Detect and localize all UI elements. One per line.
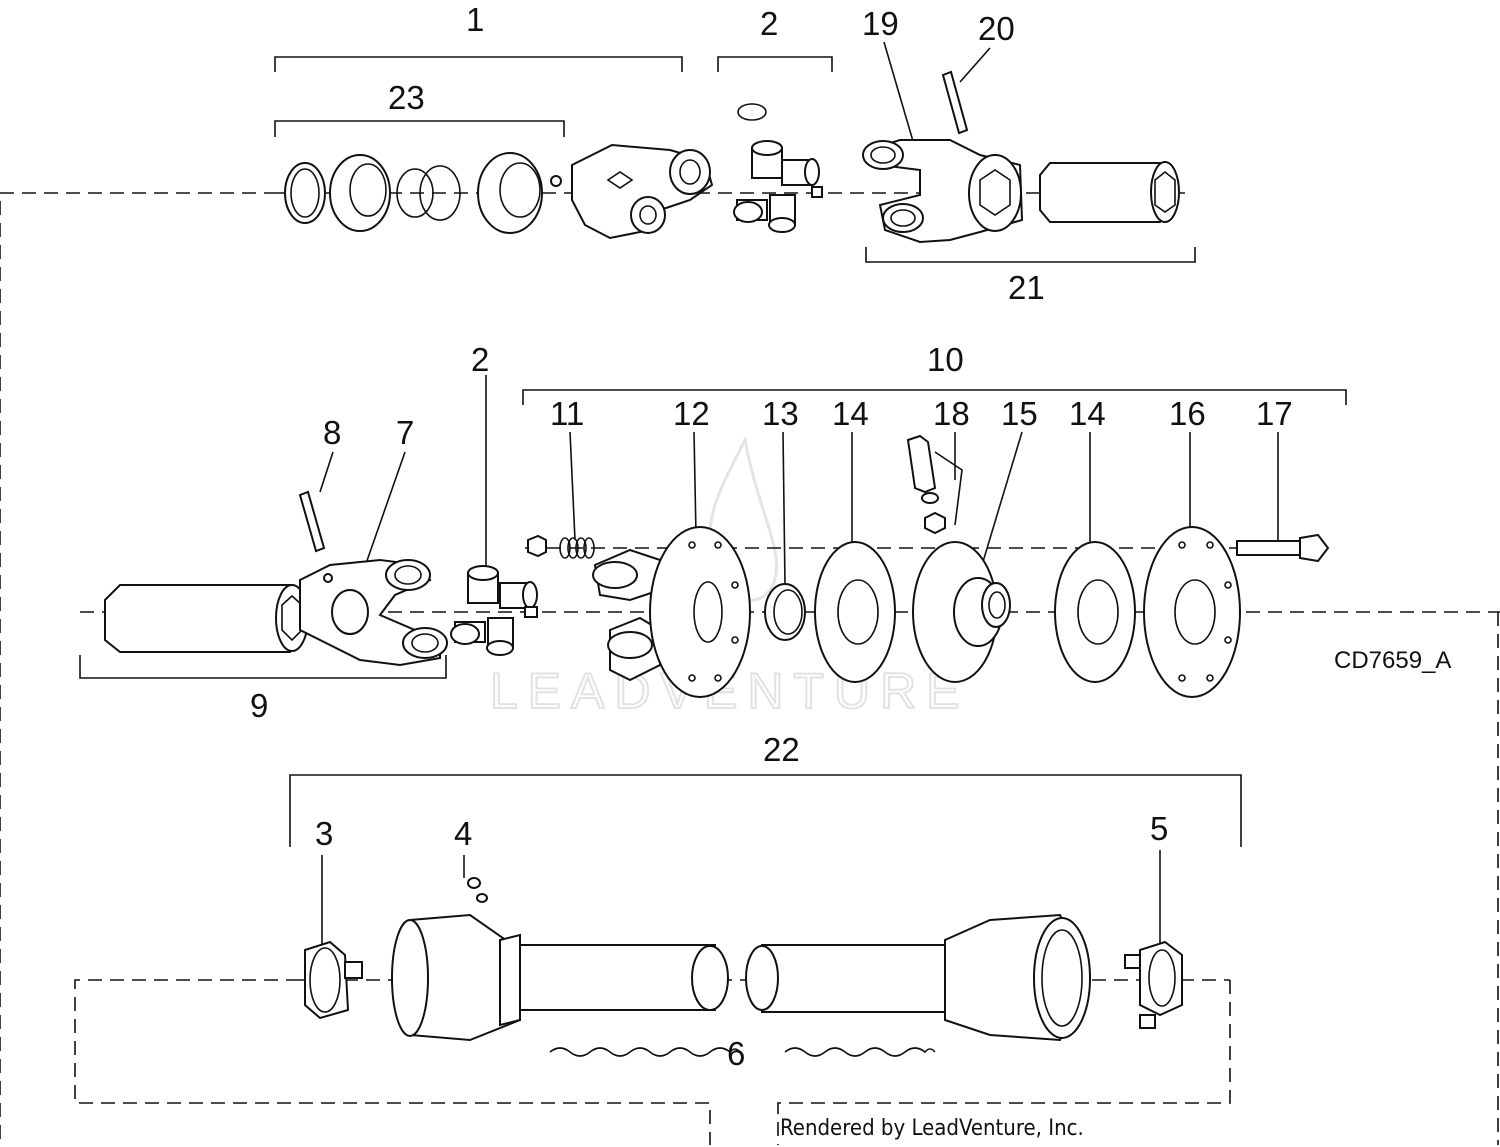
callout-7: 7 <box>396 414 414 451</box>
part-4-guard-left <box>391 877 729 1042</box>
callout-13: 13 <box>762 395 799 432</box>
part-20-pin <box>941 70 969 135</box>
part-14-friction-disc-2 <box>1054 541 1136 683</box>
callout-8: 8 <box>323 414 341 451</box>
part-13-bushing <box>764 583 806 641</box>
callout-9: 9 <box>250 687 268 724</box>
part-15-hub <box>912 541 1011 683</box>
callout-15: 15 <box>1001 395 1038 432</box>
callout-17: 17 <box>1256 395 1293 432</box>
part-6-chains <box>549 1047 936 1057</box>
part-8-pin <box>298 490 326 553</box>
callout-21: 21 <box>1008 269 1045 306</box>
brackets <box>79 56 1347 847</box>
render-credit: Rendered by LeadVenture, Inc. <box>780 1116 1084 1141</box>
callout-2-top: 2 <box>760 5 778 42</box>
callout-1: 1 <box>466 1 484 38</box>
callout-6: 6 <box>727 1035 745 1072</box>
callout-labels: 1 2 19 20 23 21 2 10 11 12 13 14 18 15 1… <box>250 1 1293 1072</box>
callout-11: 11 <box>550 395 584 432</box>
part-16-plate <box>1143 526 1241 698</box>
part-11-spring <box>527 534 595 559</box>
part-7-yoke <box>299 558 448 667</box>
callout-16: 16 <box>1169 395 1206 432</box>
callout-2-middle: 2 <box>471 341 489 378</box>
callout-12: 12 <box>673 395 710 432</box>
callout-22: 22 <box>763 731 800 768</box>
part-9-shaft <box>104 584 309 653</box>
callout-20: 20 <box>978 10 1015 47</box>
callout-23: 23 <box>388 79 425 116</box>
callout-4: 4 <box>454 815 472 852</box>
part-17-bolt <box>1236 533 1330 563</box>
part-2-cross-top <box>733 103 823 233</box>
drawing-id: CD7659_A <box>1334 647 1451 674</box>
part-21-shaft <box>1039 161 1180 223</box>
part-18-bolt-nut <box>906 434 963 535</box>
callout-10: 10 <box>927 341 964 378</box>
part-1-yoke <box>550 143 714 240</box>
part-23-assembly <box>284 152 543 234</box>
callout-14-left: 14 <box>832 395 869 432</box>
callout-5: 5 <box>1150 810 1168 847</box>
part-19-yoke <box>862 139 1024 244</box>
part-12-flange-yoke <box>592 526 751 698</box>
part-5-guard-right <box>745 913 1183 1042</box>
part-3-clip <box>304 940 363 1020</box>
callout-18: 18 <box>933 395 970 432</box>
part-14-friction-disc-1 <box>814 541 896 683</box>
callout-19: 19 <box>862 5 899 42</box>
part-2-cross-middle <box>450 565 538 656</box>
callout-14-right: 14 <box>1069 395 1106 432</box>
callout-3: 3 <box>315 815 333 852</box>
